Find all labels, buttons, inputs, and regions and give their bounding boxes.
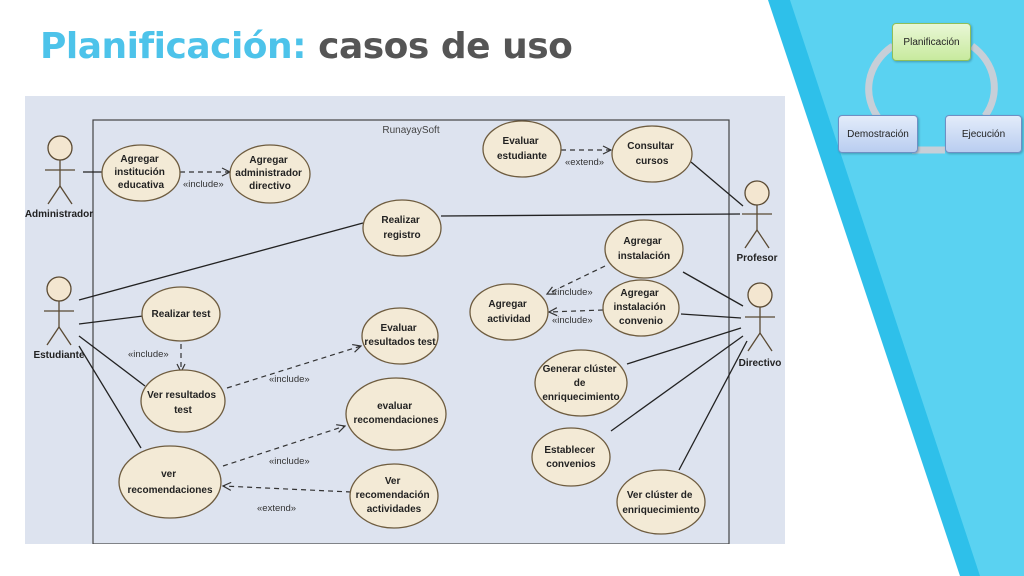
include-instalacion-actividad bbox=[547, 265, 606, 294]
use-case-ellipses bbox=[101, 120, 706, 535]
use-case-agregar-instalacion bbox=[604, 219, 684, 279]
actor-profesor bbox=[742, 180, 772, 249]
actor-administrador bbox=[45, 135, 75, 205]
include-label: «include» bbox=[552, 287, 593, 298]
assoc-directivo-ver-cluster bbox=[678, 340, 748, 471]
relation-labels: «include» «include» «include» «include» … bbox=[128, 157, 604, 514]
dependency-lines bbox=[180, 150, 611, 493]
use-case-label-ver-recomendacion-actividades: Ver recomendación actividades bbox=[356, 476, 433, 515]
use-case-label-realizar-test: Realizar test bbox=[152, 309, 212, 320]
actor-label-estudiante: Estudiante bbox=[33, 350, 85, 361]
include-convenio-actividad bbox=[549, 310, 604, 312]
use-case-label-agregar-administrador: Agregar administrador directivo bbox=[235, 155, 304, 192]
assoc-directivo-cluster bbox=[626, 327, 742, 365]
use-case-ver-recomendaciones bbox=[118, 445, 222, 519]
use-case-agregar-administrador bbox=[229, 144, 311, 204]
use-case-agregar-institucion bbox=[101, 144, 181, 202]
use-case-diagram: RunayaySoft bbox=[25, 96, 785, 544]
include-recomendaciones-evaluar bbox=[222, 426, 345, 467]
assoc-directivo-convenios bbox=[610, 335, 744, 432]
use-case-agregar-actividad bbox=[469, 283, 549, 341]
use-case-label-evaluar-resultados-test: Evaluar resultados test bbox=[364, 323, 436, 348]
assoc-directivo-instalacion bbox=[682, 271, 744, 307]
cycle-step-planificacion: Planificación bbox=[892, 23, 971, 61]
use-case-evaluar-recomendaciones bbox=[345, 377, 447, 451]
use-case-consultar-cursos bbox=[611, 125, 693, 183]
use-case-label-realizar-registro: Realizar registro bbox=[381, 215, 422, 241]
cycle-arc-left bbox=[865, 43, 896, 123]
assoc-profesor-registro bbox=[440, 213, 741, 217]
use-case-agregar-instalacion-convenio bbox=[602, 279, 680, 337]
use-case-labels: Agregar institución educativa Agregar ad… bbox=[114, 136, 699, 516]
actor-directivo bbox=[745, 282, 775, 352]
use-case-ver-recomendacion-actividades bbox=[349, 463, 439, 529]
assoc-estudiante-recomendaciones bbox=[78, 345, 142, 449]
use-case-ver-resultados-test bbox=[140, 369, 226, 433]
extend-label: «extend» bbox=[257, 503, 296, 514]
include-label: «include» bbox=[269, 374, 310, 385]
actor-label-administrador: Administrador bbox=[25, 209, 93, 220]
extend-label: «extend» bbox=[565, 157, 604, 168]
page-title: Planificación: casos de uso bbox=[40, 26, 573, 67]
use-case-label-evaluar-recomendaciones: evaluar recomendaciones bbox=[353, 401, 438, 426]
cycle-step-demostracion: Demostración bbox=[838, 115, 918, 153]
cycle-arc-right bbox=[969, 43, 998, 119]
use-case-label-ver-cluster: Ver clúster de enriquecimiento bbox=[622, 490, 699, 516]
actor-estudiante bbox=[44, 276, 74, 346]
use-case-label-ver-resultados-test: Ver resultados test bbox=[147, 390, 219, 416]
use-case-label-agregar-instalacion-convenio: Agregar instalación convenio bbox=[613, 288, 668, 327]
assoc-profesor-cursos bbox=[690, 161, 744, 207]
use-case-label-evaluar-estudiante: Evaluar estudiante bbox=[497, 136, 547, 162]
use-case-evaluar-estudiante bbox=[482, 120, 562, 178]
use-case-evaluar-resultados-test bbox=[361, 307, 439, 365]
use-case-label-ver-recomendaciones: ver recomendaciones bbox=[127, 469, 212, 496]
cycle-step-ejecucion: Ejecución bbox=[945, 115, 1022, 153]
page-title-main: casos de uso bbox=[318, 26, 573, 67]
use-case-label-consultar-cursos: Consultar cursos bbox=[627, 141, 676, 167]
assoc-directivo-convenio bbox=[680, 313, 742, 319]
extend-recomendacion-actividades bbox=[223, 486, 352, 493]
use-case-generar-cluster bbox=[534, 349, 628, 417]
use-case-label-agregar-instalacion: Agregar instalación bbox=[618, 236, 670, 262]
actor-label-directivo: Directivo bbox=[739, 358, 782, 369]
include-label: «include» bbox=[552, 315, 593, 326]
include-resultados-evaluar bbox=[226, 346, 361, 389]
actor-labels: Administrador Estudiante Profesor Direct… bbox=[25, 209, 781, 369]
use-case-diagram-canvas: RunayaySoft bbox=[25, 119, 781, 544]
use-case-label-agregar-actividad: Agregar actividad bbox=[487, 299, 530, 325]
system-name-label: RunayaySoft bbox=[382, 125, 439, 136]
use-case-establecer-convenios bbox=[531, 427, 611, 487]
include-label: «include» bbox=[128, 349, 169, 360]
use-case-realizar-registro bbox=[362, 199, 442, 257]
use-case-ver-cluster bbox=[616, 469, 706, 535]
include-label: «include» bbox=[183, 179, 224, 190]
include-label: «include» bbox=[269, 456, 310, 467]
assoc-estudiante-resultados bbox=[78, 335, 146, 387]
actor-label-profesor: Profesor bbox=[736, 253, 777, 264]
page-title-accent: Planificación: bbox=[40, 26, 307, 67]
use-case-label-agregar-institucion: Agregar institución educativa bbox=[114, 154, 167, 191]
actor-figures bbox=[44, 135, 775, 352]
assoc-estudiante-test bbox=[78, 315, 144, 325]
use-case-label-generar-cluster: Generar clúster de enriquecimiento bbox=[542, 364, 619, 403]
use-case-realizar-test bbox=[141, 286, 221, 342]
assoc-estudiante-registro bbox=[78, 222, 364, 301]
association-lines bbox=[78, 161, 748, 471]
use-case-label-establecer-convenios: Establecer convenios bbox=[544, 445, 597, 470]
